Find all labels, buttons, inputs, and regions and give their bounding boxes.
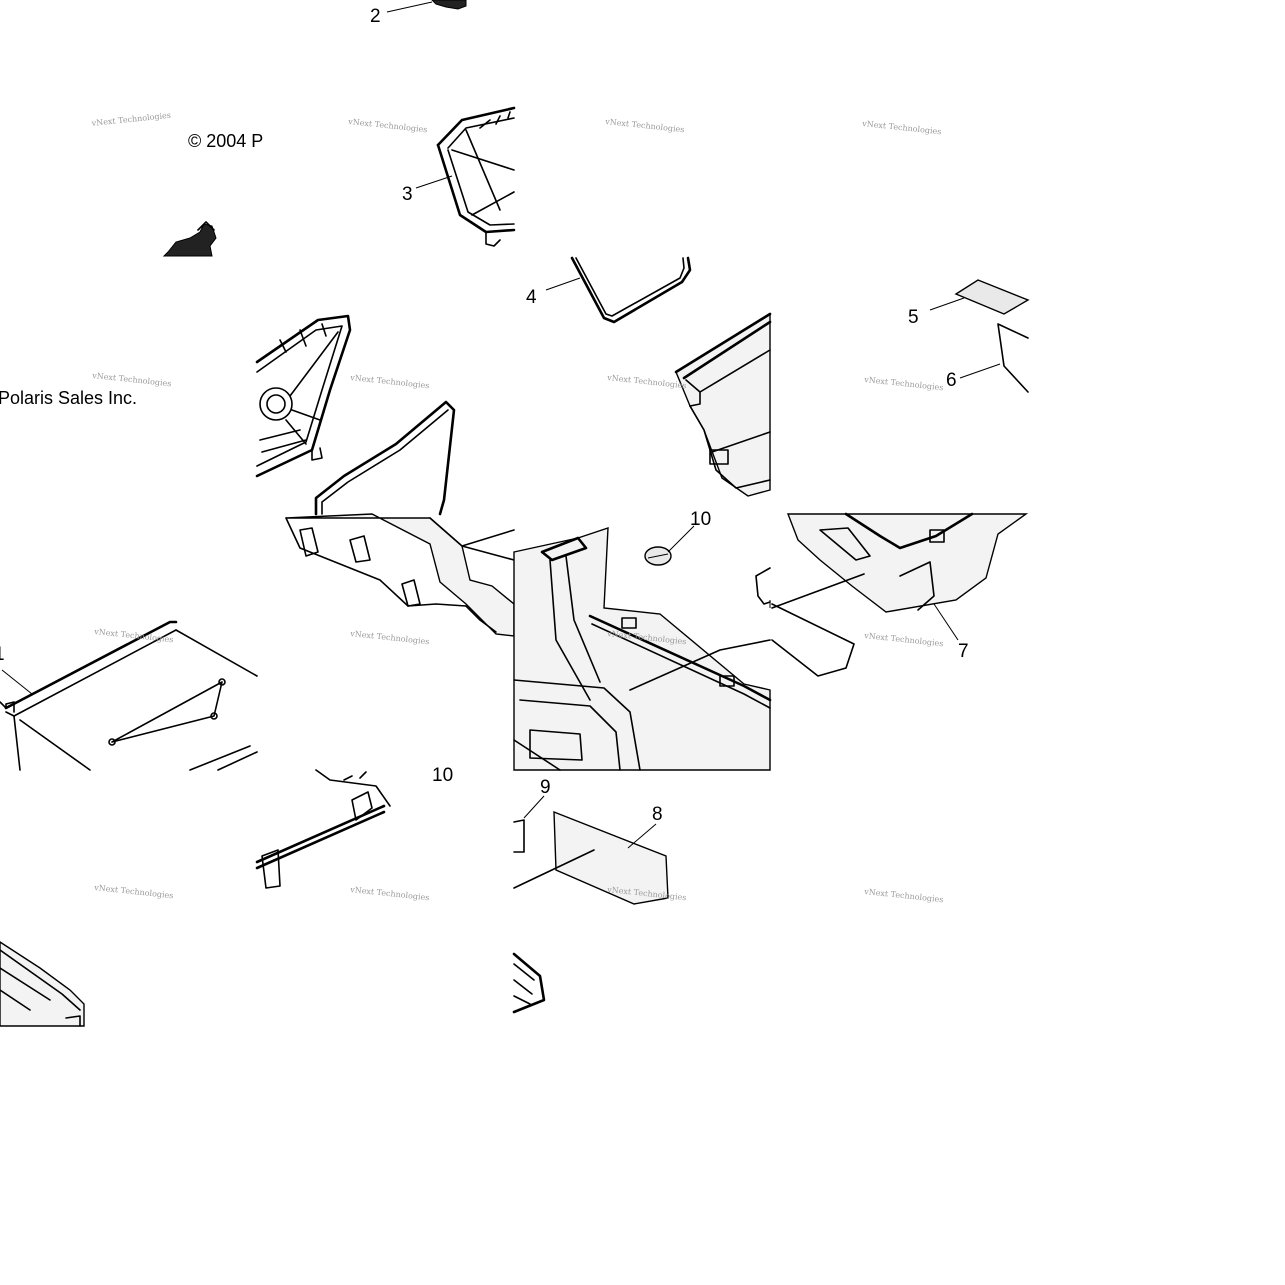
part-2-fragment xyxy=(386,0,467,13)
watermark: vNext Technologies xyxy=(349,373,430,390)
watermark: vNext Technologies xyxy=(863,887,944,904)
watermark: vNext Technologies xyxy=(91,371,172,388)
copyright-text-part2: Polaris Sales Inc. xyxy=(0,388,137,408)
part-9-push-rivet xyxy=(755,567,771,608)
part-2-latch-small xyxy=(162,221,217,257)
callout-9: 9 xyxy=(540,777,551,798)
watermark: vNext Technologies xyxy=(93,883,174,900)
part-4-seal-strip-a xyxy=(545,256,692,324)
watermark: vNext Technologies xyxy=(606,373,687,390)
watermark: vNext Technologies xyxy=(349,885,430,902)
callout-1: 1 xyxy=(0,644,5,665)
callout-3: 3 xyxy=(402,184,413,205)
callout-6: 6 xyxy=(946,370,957,391)
part-3-lid-lower xyxy=(255,314,352,478)
box-lower-right xyxy=(771,512,1029,677)
part-1-tray-left xyxy=(0,620,258,771)
part-6-mat xyxy=(959,323,1029,393)
bin-corner-fragment xyxy=(512,952,546,1014)
part-4-seal-bar xyxy=(255,769,391,889)
callout-7: 7 xyxy=(958,641,969,662)
callout-8: 8 xyxy=(652,804,663,825)
storage-bin-side-wall xyxy=(285,513,515,637)
watermark: vNext Technologies xyxy=(863,375,944,392)
callout-10-lower: 10 xyxy=(432,765,453,786)
callout-10: 10 xyxy=(690,509,711,530)
callout-5: 5 xyxy=(908,307,919,328)
part-3-lid-upper xyxy=(415,106,516,247)
part-10-cap xyxy=(644,525,695,566)
watermark: vNext Technologies xyxy=(90,111,171,128)
storage-box-upper-right xyxy=(674,312,772,497)
part-1-tray-bottom xyxy=(0,941,85,1027)
part-5-pad xyxy=(929,279,1030,315)
part-9-clip xyxy=(513,795,545,853)
callout-4: 4 xyxy=(526,287,537,308)
part-4-seal-strip-b xyxy=(314,400,456,516)
copyright-text-part1: © 2004 P xyxy=(188,131,263,151)
part-8-panel xyxy=(513,810,669,905)
watermark: vNext Technologies xyxy=(347,117,428,134)
callout-2: 2 xyxy=(370,6,381,27)
storage-bin-main xyxy=(513,527,772,771)
watermark: vNext Technologies xyxy=(604,117,685,134)
watermark: vNext Technologies xyxy=(861,119,942,136)
watermark: vNext Technologies xyxy=(349,629,430,646)
watermark: vNext Technologies xyxy=(863,631,944,648)
watermark-layer: vNext Technologies vNext Technologies vN… xyxy=(90,111,943,905)
